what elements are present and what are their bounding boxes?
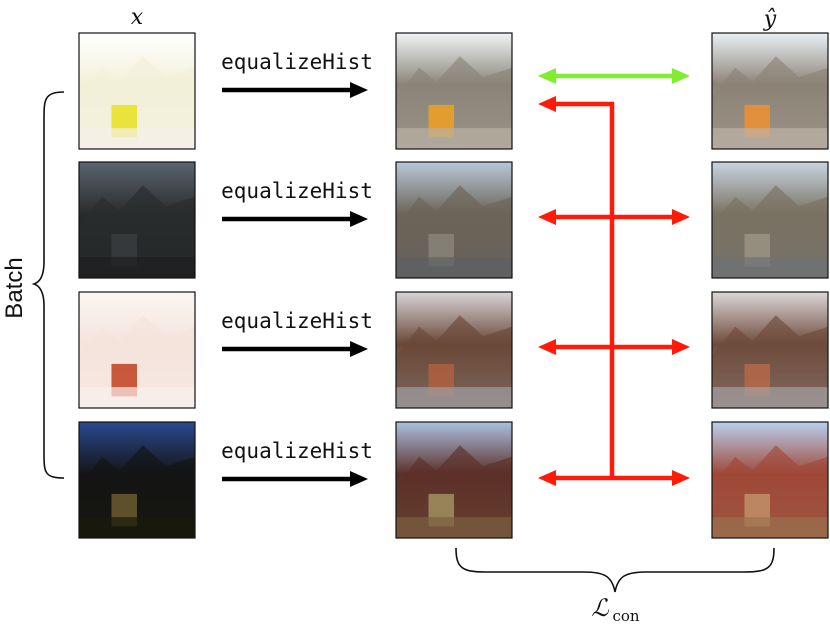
equalize-hist-label: equalizeHist [221, 179, 373, 203]
equalize-hist-label: equalizeHist [221, 309, 373, 333]
input-image [78, 161, 196, 279]
equalized-image [395, 32, 513, 150]
row-4: equalizeHist [78, 421, 829, 539]
batch-brace [31, 91, 65, 479]
rows-layer: equalizeHist equalizeHist equalizeHist equa… [78, 32, 829, 539]
loss-label: ℒ con [591, 594, 640, 625]
prediction-image [711, 32, 829, 150]
equalized-image [395, 421, 513, 539]
consistency-arrow [538, 209, 690, 225]
input-symbol: x [131, 5, 144, 30]
consistency-arrow [538, 339, 690, 355]
row-2: equalizeHist [78, 161, 829, 279]
prediction-image [711, 291, 829, 409]
supervision-arrow [538, 68, 690, 84]
row-3: equalizeHist [78, 291, 829, 409]
forward-arrowhead [350, 82, 368, 98]
equalized-image [395, 291, 513, 409]
batch-label: Batch [1, 257, 28, 318]
forward-arrowhead [350, 341, 368, 357]
consistency-arrow [538, 470, 690, 486]
equalize-hist-label: equalizeHist [221, 50, 373, 74]
prediction-image [711, 421, 829, 539]
loss-symbol: ℒ [591, 594, 609, 622]
loss-brace [455, 547, 775, 593]
equalized-image [395, 161, 513, 279]
consistency-top-arrowhead [538, 96, 556, 112]
input-image [78, 291, 196, 409]
row-1: equalizeHist [78, 32, 829, 150]
equalize-hist-label: equalizeHist [221, 439, 373, 463]
input-image [78, 421, 196, 539]
forward-arrowhead [350, 211, 368, 227]
prediction-image [711, 161, 829, 279]
output-symbol: ŷ [763, 7, 777, 32]
consistency-connector [546, 101, 615, 478]
loss-subscript: con [612, 607, 639, 625]
forward-arrowhead [350, 471, 368, 487]
input-image [78, 32, 196, 150]
consistency-trunk [546, 101, 615, 478]
